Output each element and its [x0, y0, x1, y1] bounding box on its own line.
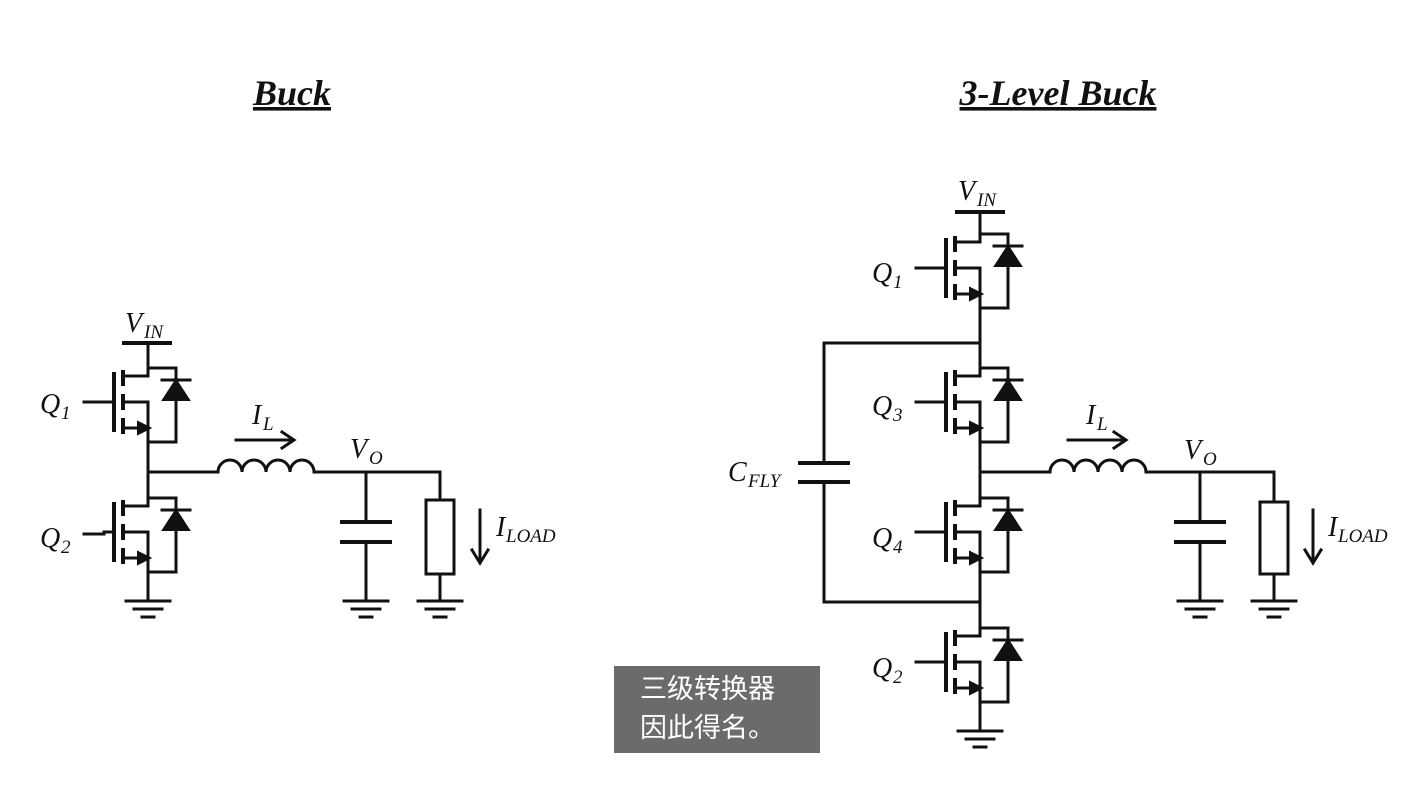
buck-q2-label: Q	[40, 523, 60, 554]
buck-vo-label: V	[350, 434, 370, 465]
buck-il-label: I	[251, 400, 263, 431]
buck-diagram: Buck V IN Q 1 Q 2 I L V O	[40, 73, 556, 619]
tl-q3-label: Q	[872, 391, 892, 422]
tl-load-resistor	[1258, 500, 1290, 576]
tl-q2-label: Q	[872, 653, 892, 684]
buck-q2-sub: 2	[61, 537, 71, 558]
buck-q1-mosfet	[102, 360, 192, 444]
buck-vin-sub: IN	[143, 322, 164, 343]
three-level-title: 3-Level Buck	[959, 73, 1157, 113]
tl-il-label: I	[1085, 400, 1097, 431]
buck-inductor	[216, 458, 316, 474]
tl-q3-sub: 3	[892, 405, 903, 426]
tl-q1-mosfet	[934, 226, 1024, 310]
buck-q1-sub: 1	[61, 403, 71, 424]
tl-ground-2	[1176, 599, 1224, 619]
buck-iload-label: I	[495, 512, 507, 543]
tl-q3-mosfet	[934, 360, 1024, 444]
tl-ground-3	[1250, 599, 1298, 619]
tl-cfly-sub: FLY	[747, 471, 783, 492]
tl-q2-mosfet	[934, 620, 1024, 704]
three-level-buck-diagram: 3-Level Buck V IN Q 1 Q 3 Q 4 Q 2	[728, 73, 1388, 749]
buck-ground-3	[416, 599, 464, 619]
buck-iload-sub: LOAD	[505, 526, 556, 547]
tl-q4-mosfet	[934, 490, 1024, 574]
buck-vin-label: V	[125, 308, 145, 339]
tl-vo-sub: O	[1203, 449, 1217, 470]
caption-line-2: 因此得名。	[640, 713, 775, 744]
tl-q1-label: Q	[872, 258, 892, 289]
buck-load-resistor	[424, 498, 456, 576]
buck-ground-2	[342, 599, 390, 619]
tl-cfly-label: C	[728, 457, 747, 488]
tl-vo-label: V	[1184, 435, 1204, 466]
tl-ground-1	[956, 729, 1004, 749]
buck-title: Buck	[252, 73, 331, 113]
tl-vin-label: V	[958, 176, 978, 207]
tl-iload-label: I	[1327, 512, 1339, 543]
tl-q2-sub: 2	[893, 667, 903, 688]
tl-inductor	[1048, 458, 1148, 474]
buck-il-sub: L	[262, 414, 274, 435]
tl-vin-sub: IN	[976, 190, 997, 211]
tl-q4-sub: 4	[893, 537, 903, 558]
buck-vo-sub: O	[369, 448, 383, 469]
subtitle-caption: 三级转换器 因此得名。	[614, 666, 820, 753]
tl-q4-label: Q	[872, 523, 892, 554]
buck-q1-label: Q	[40, 389, 60, 420]
buck-q2-mosfet	[102, 490, 192, 574]
buck-ground-1	[124, 599, 172, 619]
caption-line-1: 三级转换器	[640, 674, 775, 705]
tl-il-sub: L	[1096, 414, 1108, 435]
tl-iload-sub: LOAD	[1337, 526, 1388, 547]
tl-q1-sub: 1	[893, 272, 903, 293]
